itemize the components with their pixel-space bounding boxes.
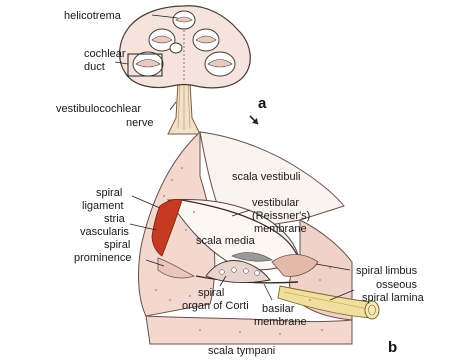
label-stria-line1: stria: [104, 213, 126, 225]
panel-a-cochlea: helicotrema cochlear duct vestibulocochl…: [56, 6, 267, 134]
panel-letter-a: a: [258, 95, 267, 112]
label-nerve-line1: vestibulocochlear: [56, 103, 141, 115]
label-helicotrema: helicotrema: [64, 10, 122, 22]
label-scala-vestibuli: scala vestibuli: [232, 171, 300, 183]
panel-b-cochlear-duct: scala vestibuli spiral ligament stria va…: [74, 132, 425, 357]
label-spiral-ligament-line2: ligament: [82, 200, 124, 212]
label-spiral-ligament-line1: spiral: [96, 187, 122, 199]
label-basilar-line1: basilar: [262, 303, 295, 315]
label-vestibular-line1: vestibular: [252, 197, 299, 209]
panel-letter-b: b: [388, 339, 397, 356]
label-cochlear-duct-line1: cochlear: [84, 48, 126, 60]
label-spiral-limbus: spiral limbus: [356, 265, 418, 277]
label-corti-line1: spiral: [198, 287, 224, 299]
label-cochlear-duct-line2: duct: [84, 61, 105, 73]
label-vestibular-line3: membrane: [254, 223, 307, 235]
label-spiral-prominence-line1: spiral: [104, 239, 130, 251]
label-scala-tympani: scala tympani: [208, 345, 275, 357]
label-vestibular-line2: (Reissner's): [252, 210, 310, 222]
label-osseous-line2: spiral lamina: [362, 292, 425, 304]
label-basilar-line2: membrane: [254, 316, 307, 328]
label-corti-line2: organ of Corti: [182, 300, 249, 312]
label-scala-media: scala media: [196, 235, 256, 247]
label-osseous-line1: osseous: [376, 279, 417, 291]
label-spiral-prominence-line2: prominence: [74, 252, 131, 264]
label-nerve-line2: nerve: [126, 117, 154, 129]
label-stria-line2: vascularis: [80, 226, 129, 238]
